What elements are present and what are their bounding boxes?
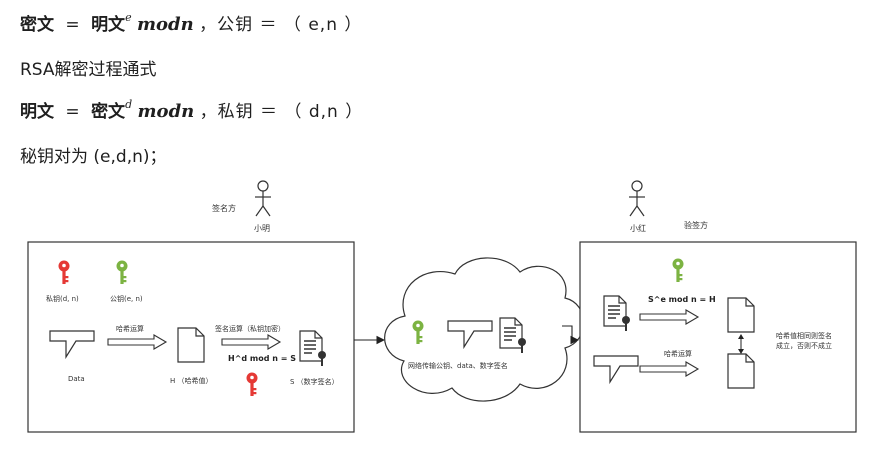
- ciphertext-term: 密文: [91, 102, 126, 122]
- public-key-label: 公钥(e, n): [110, 294, 143, 303]
- hash-op-label: 哈希运算: [116, 324, 144, 333]
- hash-doc-icon: [177, 327, 205, 363]
- verify-formula: S^e mod n = H: [648, 295, 716, 304]
- equals-sign: =: [65, 15, 80, 35]
- decrypt-formula: 明文 = 密文d modn ，私钥 ＝ （ d,n ）: [20, 97, 363, 122]
- sign-op-label: 签名运算（私钥加密）: [215, 324, 285, 333]
- mod-n: modn: [137, 101, 195, 122]
- signer-person-icon: [254, 180, 272, 217]
- to-verifier-arrow: [562, 325, 580, 345]
- signer-caption: 签名方: [212, 203, 236, 213]
- exponent-d: d: [125, 98, 133, 111]
- signature-label: S （数字签名）: [290, 377, 339, 386]
- verifier-box: [579, 241, 857, 433]
- private-key-text: ，私钥 ＝ （ d,n ）: [199, 102, 364, 122]
- verifier-caption: 验签方: [684, 220, 708, 230]
- verifier-person-icon: [628, 180, 646, 217]
- equals-sign: =: [65, 102, 80, 122]
- ciphertext-term: 密文: [20, 15, 54, 35]
- key-pair-line: 秘钥对为 (e,d,n)；: [20, 147, 167, 167]
- signature-diagram: 签名方 小明 私钥(d, n) 公钥(e, n) Data 哈希运算 H （哈希…: [27, 180, 857, 433]
- private-key-label: 私钥(d, n): [46, 294, 79, 303]
- sign-formula: H^d mod n = S: [228, 354, 296, 363]
- public-key-text: ，公钥 ＝ （ e,n ）: [199, 15, 363, 35]
- decrypt-heading: RSA解密过程通式: [20, 60, 157, 80]
- plaintext-term: 明文: [20, 102, 54, 122]
- signer-name: 小明: [254, 224, 270, 233]
- mod-n: modn: [136, 14, 194, 35]
- computed-hash-doc-icon: [727, 353, 755, 389]
- verifier-name: 小红: [630, 223, 646, 233]
- compare-arrow-heads: [738, 334, 744, 354]
- data-label: Data: [68, 375, 85, 383]
- verify-hash-label: 哈希运算: [664, 349, 692, 358]
- encrypt-formula: 密文 = 明文e modn ，公钥 ＝ （ e,n ）: [20, 10, 362, 35]
- cloud-label: 网络传输公钥、data、数字签名: [408, 361, 508, 370]
- result-line-1: 哈希值相同则签名: [776, 331, 832, 340]
- plaintext-term: 明文: [91, 15, 126, 35]
- hash-value-label: H （哈希值）: [170, 376, 213, 385]
- decrypted-hash-doc-icon: [727, 297, 755, 333]
- result-line-2: 成立，否则不成立: [776, 341, 832, 350]
- exponent-e: e: [125, 11, 132, 24]
